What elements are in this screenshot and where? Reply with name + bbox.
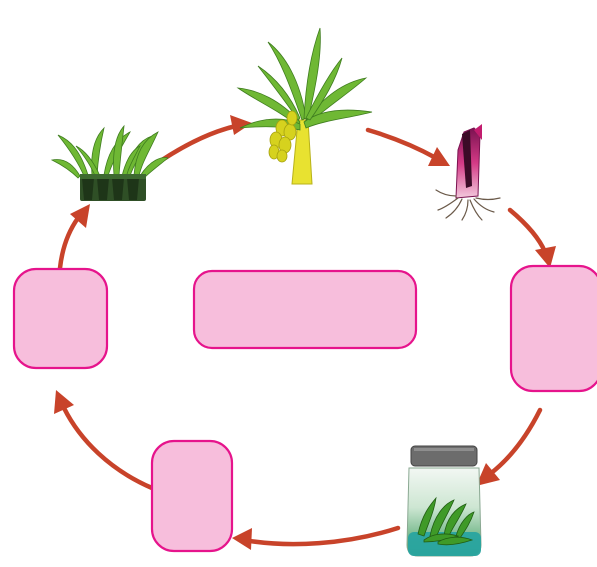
arrow-box-bottom-to-box-left (54, 390, 152, 488)
arrow-plant-to-sucker (368, 130, 450, 166)
arrow-box-right-to-jar (476, 410, 540, 486)
blank-box-bottom[interactable] (152, 441, 232, 551)
arrow-sucker-to-box-right (510, 210, 556, 268)
arrow-box-left-to-tray (60, 204, 90, 268)
blank-box-left[interactable] (14, 269, 107, 368)
arrow-jar-to-box-bottom (232, 528, 398, 550)
blank-box-right[interactable] (511, 266, 597, 391)
center-label-box[interactable] (194, 271, 416, 348)
arrow-tray-to-plant (162, 115, 252, 160)
plantlet-tray-icon (52, 126, 168, 201)
banana-plant-icon (238, 28, 372, 184)
culture-jar-icon (407, 446, 481, 556)
sucker-icon (436, 124, 500, 220)
